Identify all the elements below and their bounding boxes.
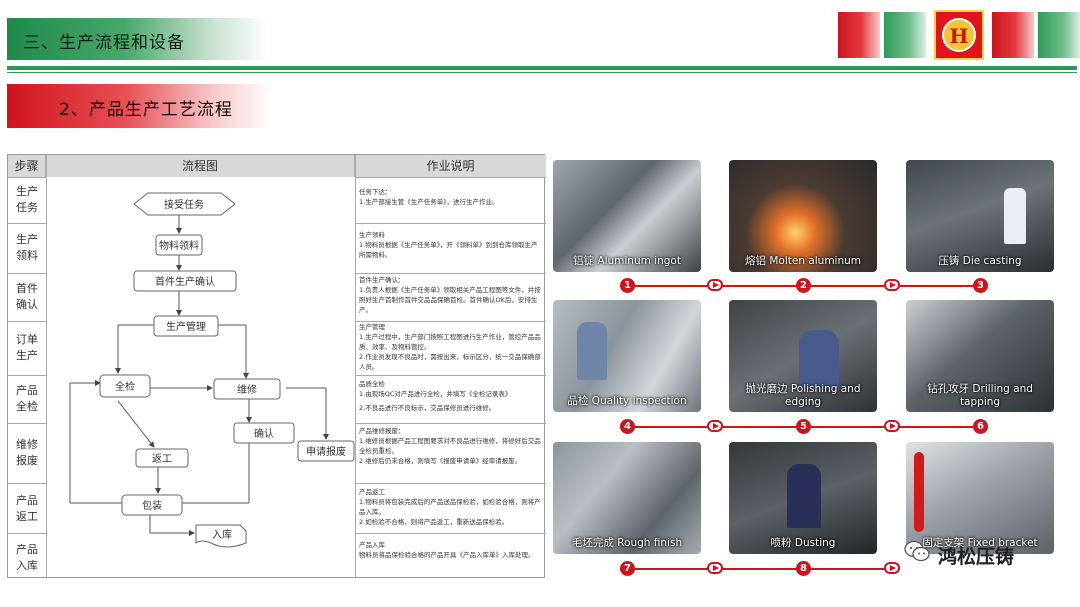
photo-polishing: 抛光磨边 Polishing and edging	[729, 300, 877, 412]
flow-text-mgmt: 生产管理	[166, 320, 206, 333]
photo-caption: 毛坯完成 Rough finish	[571, 537, 683, 549]
company-logo: H	[934, 10, 984, 60]
header-divider-thin	[7, 72, 1077, 73]
flow-text-first: 首件生产确认	[155, 275, 215, 288]
photo-dusting: 喷粉 Dusting	[729, 442, 877, 554]
flow-node-material	[155, 234, 203, 256]
step-number-8: 8	[796, 561, 811, 576]
photo-caption: 钻孔攻牙 Drilling and tapping	[927, 383, 1033, 408]
arrow-icon	[707, 279, 723, 291]
flow-node-repair	[213, 378, 281, 400]
step-label-repair: 维修 报废	[16, 438, 38, 467]
flow-text-store: 入库	[212, 528, 232, 541]
step-label-rework: 产品 返工	[16, 494, 38, 523]
flow-node-rework	[135, 448, 189, 468]
flow-node-start	[133, 192, 236, 216]
decor-red-block-2	[992, 12, 1034, 58]
photo-die-casting: 压铸 Die casting	[906, 160, 1054, 272]
step-label-order: 订单 生产	[16, 333, 38, 362]
step-number-3: 3	[973, 278, 988, 293]
table-header-step: 步骤	[8, 155, 46, 177]
step-number-1: 1	[620, 278, 635, 293]
flowchart: 接受任务 物料领料 首件生产确认 生产管理 全检 维修 确认 申请报废 返工 包…	[69, 192, 355, 548]
photo-drilling: 钻孔攻牙 Drilling and tapping	[906, 300, 1054, 412]
step-label-first: 首件 确认	[16, 282, 38, 311]
arrow-icon	[884, 279, 900, 291]
photo-caption: 压铸 Die casting	[938, 255, 1022, 267]
photo-quality-inspection: 品检 Quality inspection	[553, 300, 701, 412]
flow-text-inspect: 全检	[115, 380, 135, 393]
step-number-2: 2	[796, 278, 811, 293]
header-divider	[7, 66, 1077, 70]
photo-aluminum-ingot: 铝锭 Aluminum ingot	[553, 160, 701, 272]
flow-text-confirm: 确认	[254, 427, 274, 440]
desc-repair: 产品维修报废：1.维修员根据产品工程图要求对不良品进行维修，将修好后交品全检员重…	[359, 427, 541, 465]
desc-task: 任务下达：1.生产部接生管《生产任务单》，进行生产作业。	[359, 188, 499, 206]
step-number-7: 7	[620, 561, 635, 576]
photo-caption: 铝锭 Aluminum ingot	[573, 255, 681, 267]
decor-green-block-2	[1038, 12, 1080, 58]
flow-text-start: 接受任务	[164, 198, 204, 211]
photo-caption: 熔铝 Molten aluminum	[745, 255, 861, 267]
section-title: 三、生产流程和设备	[23, 33, 185, 53]
decor-red-block-1	[838, 12, 880, 58]
desc-store: 产品入库物料员将品保检验合格的产品开具《产品入库单》入库处理。	[359, 541, 535, 559]
flow-node-scrap	[297, 440, 355, 462]
section-title-bar: 三、生产流程和设备	[7, 18, 269, 60]
step-label-task: 生产 任务	[16, 185, 38, 214]
process-line-3	[620, 568, 900, 570]
flow-node-inspect	[99, 374, 151, 398]
photo-caption: 喷粉 Dusting	[770, 537, 836, 549]
photo-caption: 品检 Quality inspection	[567, 395, 687, 407]
flow-text-pack: 包装	[142, 499, 162, 512]
wechat-icon	[904, 540, 930, 562]
flow-node-store	[195, 524, 247, 548]
flow-node-first	[133, 270, 237, 292]
decor-green-block-1	[884, 12, 926, 58]
photo-caption: 抛光磨边 Polishing and edging	[745, 383, 861, 408]
photo-fixed-bracket: 固定支架 Fixed bracket	[906, 442, 1054, 554]
subsection-title-bar: 2、产品生产工艺流程	[7, 84, 272, 128]
arrow-icon	[884, 420, 900, 432]
desc-first: 首件生产确认：1.负责人根据《生产任务单》领取相关产品工程图等文件，并按照好生产…	[359, 276, 541, 314]
step-label-material: 生产 领料	[16, 233, 38, 262]
photo-rough-finish: 毛坯完成 Rough finish	[553, 442, 701, 554]
step-label-inspect: 产品 全检	[16, 384, 38, 413]
arrow-icon	[707, 420, 723, 432]
photo-caption: 固定支架 Fixed bracket	[922, 537, 1038, 549]
subsection-title: 2、产品生产工艺流程	[59, 100, 233, 120]
table-header-desc: 作业说明	[355, 155, 546, 177]
arrow-icon	[707, 562, 723, 574]
flow-text-repair: 维修	[237, 383, 257, 396]
flow-node-pack	[121, 494, 183, 516]
flow-text-scrap: 申请报废	[306, 445, 346, 458]
photo-molten-aluminum: 熔铝 Molten aluminum	[729, 160, 877, 272]
step-number-5: 5	[796, 419, 811, 434]
table-header-flow: 流程图	[46, 155, 355, 177]
watermark-text: 鸿松压铸	[938, 546, 1015, 568]
flow-text-rework: 返工	[152, 453, 172, 465]
flow-text-material: 物料领料	[159, 239, 199, 252]
arrow-icon	[884, 562, 900, 574]
flow-node-mgmt	[153, 315, 219, 337]
step-label-store: 产品 入库	[16, 543, 38, 572]
flow-node-confirm	[233, 422, 295, 444]
process-table: 步骤 流程图 作业说明 生产 任务 生产 领料 首件 确认 订单 生产 产品 全…	[7, 154, 546, 578]
step-number-6: 6	[973, 419, 988, 434]
step-number-4: 4	[620, 419, 635, 434]
